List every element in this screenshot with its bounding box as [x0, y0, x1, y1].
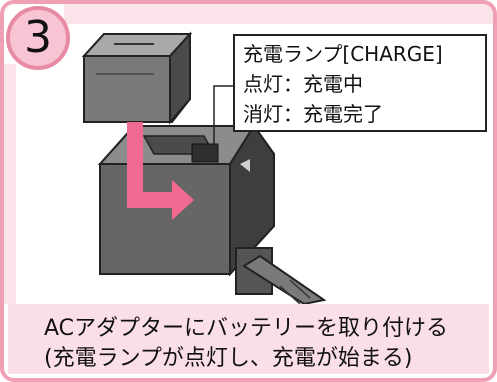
step-number-badge: 3 — [6, 6, 70, 70]
charger-illustration — [4, 31, 327, 306]
callout-lit-state: 点灯：充電中 — [243, 72, 363, 96]
charge-lamp-callout: 充電ランプ[CHARGE] 点灯：充電中 消灯：充電完了 — [233, 34, 487, 132]
instruction-caption: ACアダプターにバッテリーを取り付ける (充電ランプが点灯し、充電が始まる) — [8, 304, 489, 374]
insertion-arrow — [127, 122, 194, 220]
side-accent — [4, 64, 16, 304]
caption-main: ACアダプターにバッテリーを取り付ける — [44, 316, 449, 341]
callout-unlit-state: 消灯：充電完了 — [243, 102, 383, 126]
step-number: 3 — [24, 12, 52, 63]
battery-pack — [81, 31, 193, 125]
callout-leader — [213, 85, 233, 144]
callout-title: 充電ランプ[CHARGE] — [243, 42, 443, 66]
charger-body — [97, 124, 327, 306]
caption-note: (充電ランプが点灯し、充電が始まる) — [44, 346, 413, 371]
header-strip — [64, 4, 493, 24]
